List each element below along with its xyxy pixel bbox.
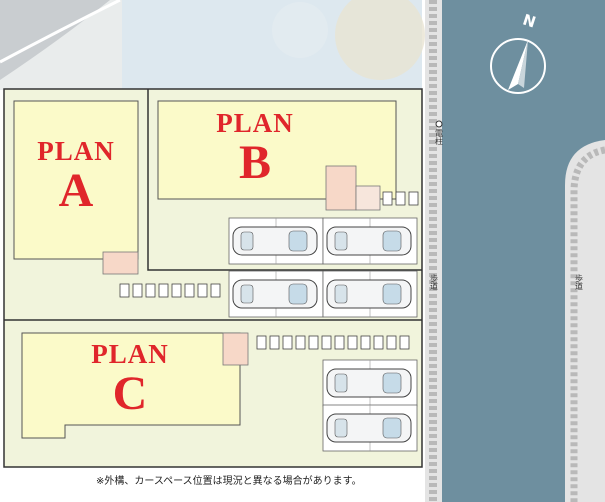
parking-space: [322, 359, 418, 407]
house-a: [13, 100, 139, 260]
sidewalk-label-left: 歩道: [430, 274, 438, 292]
lot-line-b: [147, 89, 422, 271]
plan-b-word: PLAN: [216, 108, 294, 138]
sidewalk-right: [565, 140, 605, 502]
sidewalk-label-right: 歩道: [575, 274, 583, 292]
plan-a-label: PLAN A: [28, 138, 124, 215]
plan-a-word: PLAN: [37, 136, 115, 166]
entrance-c: [222, 332, 249, 366]
parking-space: [228, 217, 324, 265]
plan-c-letter: C: [112, 367, 148, 420]
utility-pole-icon: [435, 120, 443, 128]
plan-c-label: PLAN C: [80, 341, 180, 418]
parking-space: [322, 217, 418, 265]
north-arrow-icon: [490, 38, 546, 94]
entrance-a: [102, 251, 139, 275]
plan-a-letter: A: [58, 164, 94, 217]
parking-space: [228, 270, 324, 318]
fence-segments: [119, 191, 419, 350]
sidewalk-left: [425, 0, 442, 502]
plan-c-word: PLAN: [91, 339, 169, 369]
disclaimer-note: ※外構、カースペース位置は現況と異なる場合があります。: [96, 476, 362, 487]
parking-spaces: [228, 217, 418, 452]
utility-pole-label: 電柱: [435, 129, 443, 147]
parking-space: [322, 270, 418, 318]
parking-space: [322, 404, 418, 452]
plan-b-letter: B: [238, 136, 271, 189]
plan-b-label: PLAN B: [205, 110, 305, 187]
entrance-b: [325, 165, 357, 211]
